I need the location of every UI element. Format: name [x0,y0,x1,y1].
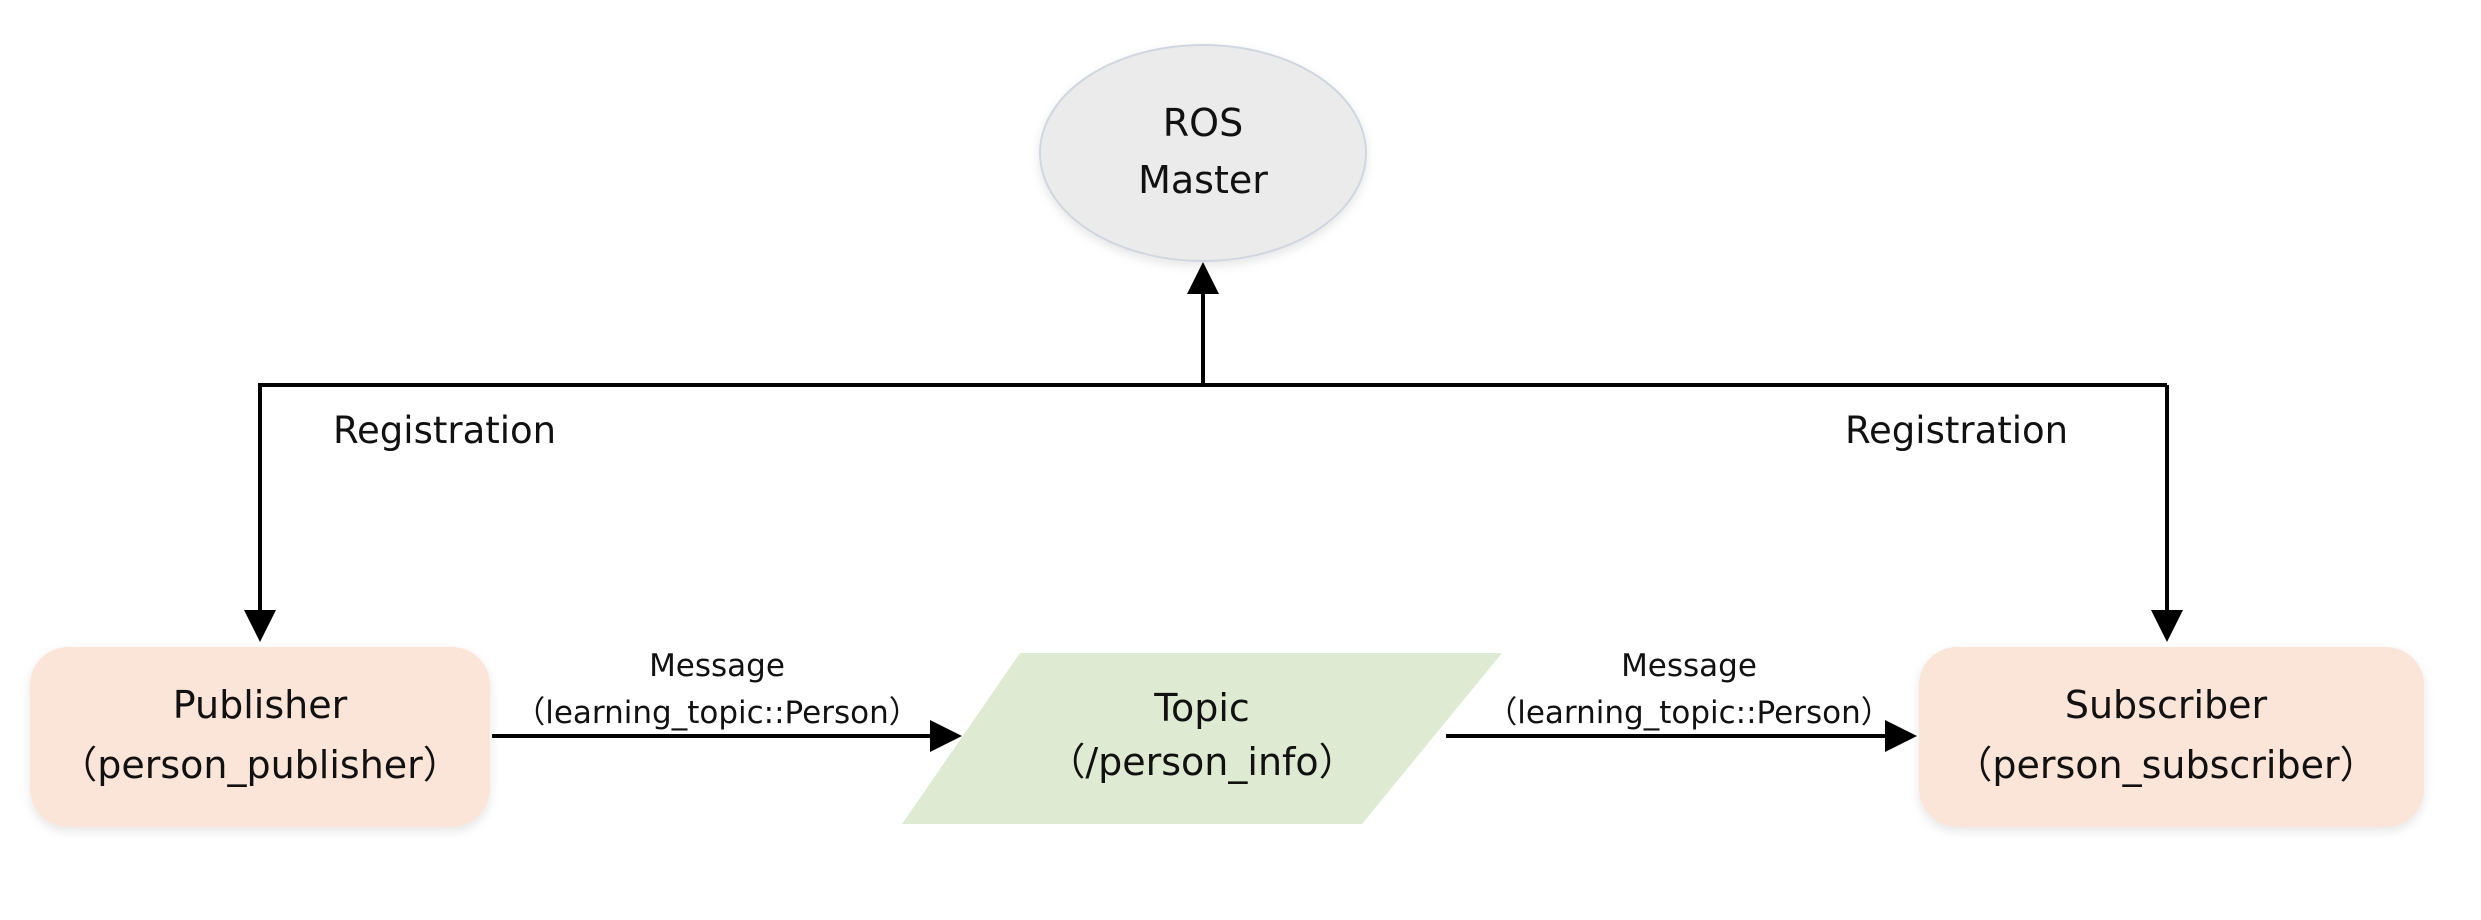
registration-right-label: Registration [1845,409,2068,452]
publisher-node: Publisher （person_publisher） [30,647,490,827]
subscriber-title: Subscriber [2065,683,2268,727]
ros-master-label-line2: Master [1138,158,1268,202]
arrowhead-to-subscriber [2151,610,2183,642]
subscriber-shape [1919,647,2424,827]
message-left-type: （learning_topic::Person） [514,695,919,731]
message-edge-right: Message （learning_topic::Person） [1446,648,1917,752]
ros-master-label-line1: ROS [1163,101,1243,145]
ros-master-node: ROS Master [1039,44,1367,262]
publisher-node-name: （person_publisher） [59,743,461,787]
arrowhead-to-topic [930,720,962,752]
arrowhead-to-subscriber-msg [1885,720,1917,752]
topic-title: Topic [1153,686,1250,730]
arrowhead-to-publisher [244,610,276,642]
topic-shape [902,653,1502,824]
registration-connector [258,292,2169,612]
message-right-title: Message [1621,648,1757,684]
topic-name: （/person_info） [1047,740,1356,784]
ros-master-shape [1039,44,1367,262]
publisher-title: Publisher [173,683,348,727]
registration-left-label: Registration [333,409,556,452]
arrowhead-to-master [1187,262,1219,294]
publisher-shape [30,647,490,827]
message-left-title: Message [649,648,785,684]
message-right-type: （learning_topic::Person） [1486,695,1891,731]
subscriber-node: Subscriber （person_subscriber） [1919,647,2424,827]
message-edge-left: Message （learning_topic::Person） [492,648,962,752]
subscriber-node-name: （person_subscriber） [1954,743,2377,787]
topic-node: Topic （/person_info） [902,653,1502,824]
